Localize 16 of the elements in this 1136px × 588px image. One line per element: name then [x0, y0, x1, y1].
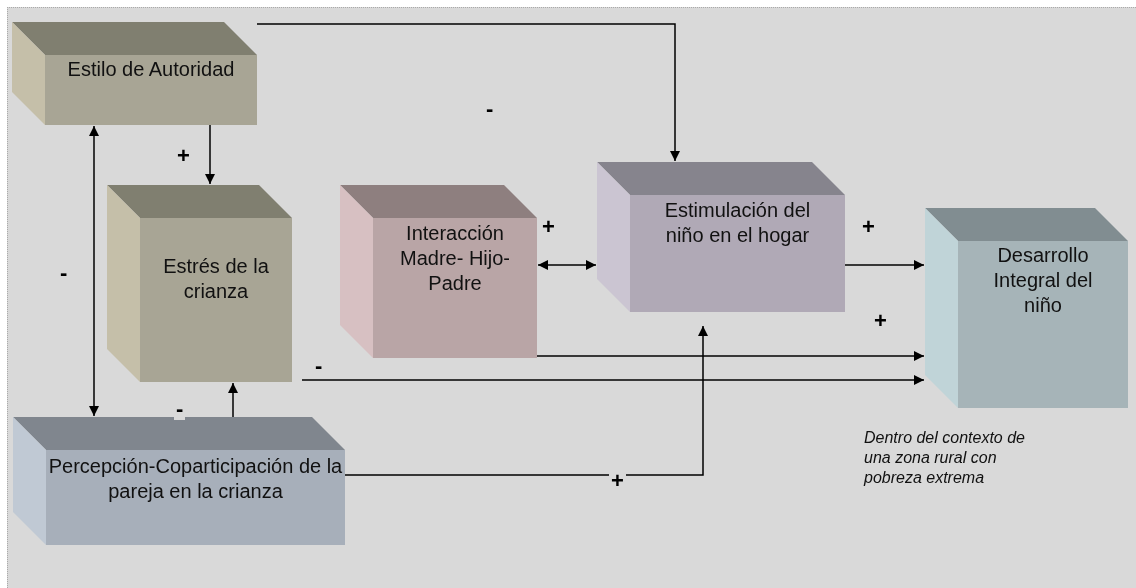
node-label: Interacción Madre- Hijo-Padre [399, 221, 511, 296]
arrow [844, 260, 925, 270]
arrow [205, 124, 215, 185]
arrow [301, 375, 925, 385]
arrow [537, 260, 597, 270]
arrow [228, 382, 238, 418]
arrow [89, 125, 99, 417]
arrow [344, 325, 708, 476]
arrow [536, 351, 925, 361]
node-label: Estilo de Autoridad [66, 57, 236, 82]
context-note: Dentro del contexto de una zona rural con pobreza extrema [864, 428, 1026, 488]
arrow [256, 23, 680, 162]
node-label: Estrés de la crianza [162, 254, 270, 304]
node-label: Estimulación del niño en el hogar [663, 198, 812, 248]
node-label: Desarrollo Integral del niño [992, 243, 1094, 318]
node-label: Percepción-Coparticipación de la pareja en la crianza [47, 454, 344, 504]
